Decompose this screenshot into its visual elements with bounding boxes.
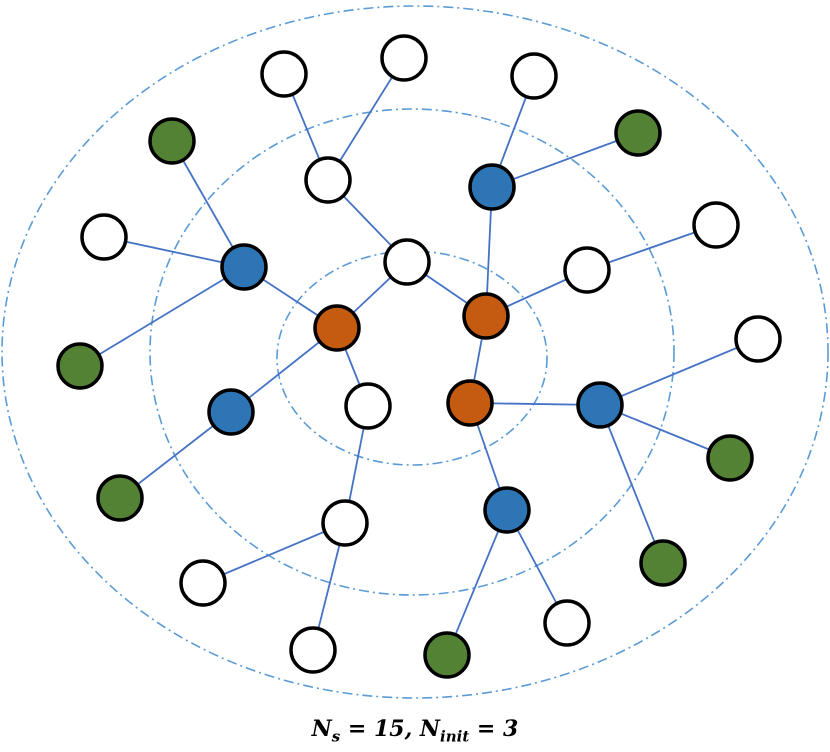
edge-b1-g3 (79, 266, 245, 367)
empty-node-w6 (510, 52, 558, 100)
mid-node-b3 (207, 388, 255, 436)
outer-node-g5 (706, 434, 754, 482)
nodes (56, 34, 782, 679)
ring-1 (276, 250, 548, 466)
caption: Ns = 15, Ninit = 3 (0, 716, 830, 745)
empty-node-w9 (80, 213, 128, 261)
empty-node-w10 (734, 315, 782, 363)
caption-n-symbol-2: N (419, 716, 441, 742)
empty-node-w5 (380, 34, 428, 82)
concentric-rings (1, 5, 829, 699)
outer-node-g7 (423, 631, 471, 679)
empty-node-w14 (543, 599, 591, 647)
caption-s-subscript: s (331, 727, 341, 746)
edge-b4-w10 (599, 338, 759, 406)
outer-node-g4 (96, 474, 144, 522)
caption-init-subscript: init (440, 727, 470, 746)
mid-node-b4 (576, 381, 624, 429)
mid-node-b1 (220, 243, 268, 291)
edge-w3-w5 (327, 57, 405, 181)
empty-node-w8 (692, 201, 740, 249)
edge-w11-w12 (202, 522, 346, 584)
empty-node-w3 (304, 156, 352, 204)
core-node-o1 (313, 304, 361, 352)
caption-init-equation: = 3 (469, 716, 519, 742)
edge-b4-g6 (599, 404, 664, 564)
outer-node-g1 (148, 117, 196, 165)
empty-node-w7 (563, 246, 611, 294)
caption-s-equation: = 15, (340, 716, 420, 742)
core-node-o3 (446, 379, 494, 427)
outer-node-g6 (639, 539, 687, 587)
core-node-o2 (462, 292, 510, 340)
empty-node-w2 (344, 382, 392, 430)
empty-node-w1 (383, 238, 431, 286)
outer-node-g3 (56, 342, 104, 390)
caption-n-symbol: N (311, 716, 332, 742)
empty-node-w12 (179, 559, 227, 607)
edge-b1-w9 (103, 236, 245, 268)
empty-node-w4 (260, 50, 308, 98)
mid-node-b2 (468, 163, 516, 211)
edge-b1-g1 (171, 140, 245, 268)
empty-node-w13 (289, 626, 337, 674)
edge-b2-g2 (491, 132, 639, 188)
mid-node-b5 (483, 486, 531, 534)
outer-node-g2 (614, 109, 662, 157)
edge-b5-g7 (446, 509, 508, 656)
ring-2 (149, 108, 675, 596)
ring-3 (1, 5, 829, 699)
empty-node-w11 (321, 499, 369, 547)
